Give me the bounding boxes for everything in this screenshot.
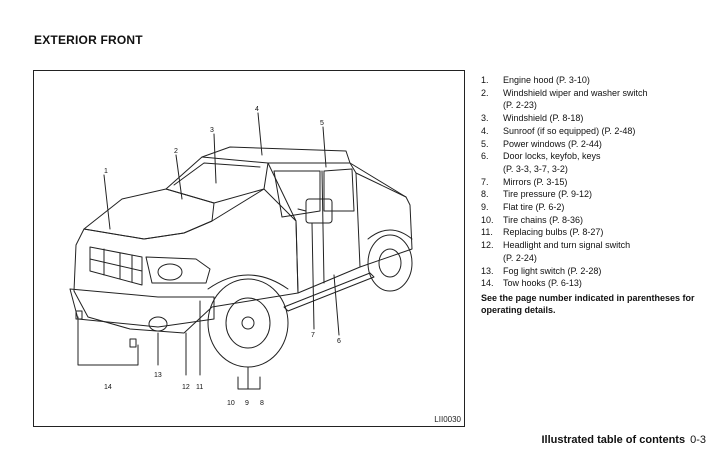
callout-12: 12: [182, 384, 190, 391]
figure-code: LII0030: [434, 415, 461, 424]
tow-hook-right: [129, 338, 137, 348]
fog-light: [148, 316, 168, 332]
callout-14: 14: [104, 384, 112, 391]
windshield: [165, 156, 269, 204]
list-item: 13.Fog light switch (P. 2-28): [481, 265, 602, 276]
roof: [201, 146, 351, 164]
engine-hood: [83, 188, 215, 240]
page-number: 0-3: [690, 434, 706, 446]
running-board: [283, 272, 375, 312]
front-body: [73, 188, 299, 334]
callout-1: 1: [104, 168, 108, 175]
list-item: 1.Engine hood (P. 3-10): [481, 75, 590, 85]
callout-2: 2: [174, 148, 178, 155]
front-bumper: [69, 288, 215, 328]
list-item: 14.Tow hooks (P. 6-13): [481, 278, 582, 289]
rear-tire: [367, 234, 413, 292]
list-item: 9.Flat tire (P. 6-2): [481, 202, 565, 213]
front-door-window: [273, 170, 321, 218]
list-item: 7.Mirrors (P. 3-15): [481, 176, 568, 187]
callout-5: 5: [320, 120, 324, 127]
tow-hook-left: [75, 310, 83, 320]
callout-6: 6: [337, 338, 341, 345]
grille: [89, 246, 143, 286]
rear-door-window: [323, 168, 355, 212]
callout-11: 11: [196, 384, 203, 391]
front-wheel: [225, 297, 271, 349]
list-item: 4.Sunroof (if so equipped) (P. 2-48): [481, 125, 636, 136]
callout-4: 4: [255, 106, 259, 113]
component-list: 1.Engine hood (P. 3-10) 2.Windshield wip…: [481, 74, 703, 290]
page-footer: Illustrated table of contents 0-3: [541, 434, 706, 446]
callout-8: 8: [260, 400, 264, 407]
footer-section-title: Illustrated table of contents: [541, 434, 686, 446]
callout-7: 7: [311, 332, 315, 339]
truck-bed: [349, 162, 413, 268]
list-item: 10.Tire chains (P. 8-36): [481, 214, 584, 225]
list-item-continuation: (P. 2-24): [503, 252, 537, 263]
list-item: 2.Windshield wiper and washer switch: [481, 87, 648, 98]
list-item: 3.Windshield (P. 8-18): [481, 113, 584, 124]
headlight: [145, 256, 211, 284]
list-item: 8.Tire pressure (P. 9-12): [481, 189, 593, 200]
truck-line-drawing: 1 2 3 4 5 6 7 8 9 10 11 12 13 14: [69, 106, 413, 407]
list-item: 11.Replacing bulbs (P. 8-27): [481, 227, 604, 238]
callout-13: 13: [154, 372, 162, 379]
cab-side: [267, 162, 361, 294]
callout-9: 9: [245, 400, 249, 407]
callout-3: 3: [210, 127, 214, 134]
truck-illustration: 1 2 3 4 5 6 7 8 9 10 11 12 13 14 LII0030: [33, 70, 465, 427]
reference-note: See the page number indicated in parenth…: [481, 293, 695, 315]
callout-10: 10: [227, 400, 235, 407]
list-item: 5.Power windows (P. 2-44): [481, 138, 602, 149]
list-item-continuation: (P. 2-23): [503, 100, 537, 111]
front-tire: [207, 278, 289, 368]
list-item-continuation: (P. 3-3, 3-7, 3-2): [503, 163, 568, 174]
list-item: 6.Door locks, keyfob, keys: [481, 151, 601, 162]
section-title: EXTERIOR FRONT: [34, 33, 143, 47]
list-item: 12.Headlight and turn signal switch: [481, 240, 631, 251]
